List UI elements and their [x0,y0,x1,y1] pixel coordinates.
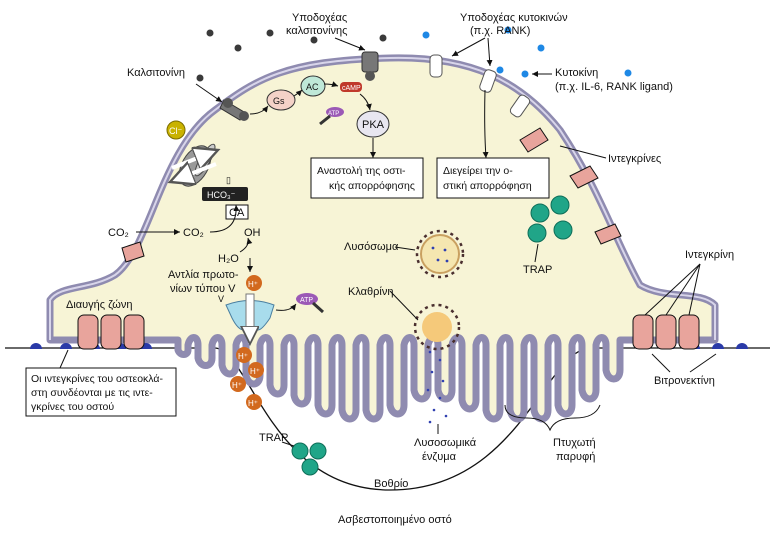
pit-label: Βοθρίο [374,478,408,490]
proton-pump-label-2: νίων τύπου V [170,283,236,295]
cl-hco3-exchanger: Cl⁻ HCO₃⁻ ▯ CA [166,120,249,220]
integrin-note-line-1: Οι ιντεγκρίνες του οστεοκλά- [31,373,163,385]
cytokine-dots [422,26,632,78]
atp-top [326,107,344,117]
pka-label: PKA [362,119,385,131]
lysosomal-enzyme-dots [426,350,448,424]
hplus-4: H⁺ [248,399,258,408]
co2-in-label: CO₂ [183,227,204,239]
clathrin-label: Κλαθρίνη [348,286,393,298]
ac-node [300,75,326,97]
vitronectin-label: Βιτρονεκτίνη [654,375,715,387]
lysosomal-enzymes-label-2: ένζυμα [422,451,457,463]
calcitonin-receptor-label-1: Υποδοχέας [292,12,347,24]
ac-label: AC [306,82,319,92]
pka-node [356,110,390,138]
gs-node [266,89,296,111]
cytokine-label-1: Κυτοκίνη [555,67,598,79]
trap-cell-group: TRAP [523,195,573,276]
inhibit-box-line-2: κής απορρόφησης [329,180,415,192]
v-mark-label: V [218,294,224,304]
membrane-integrins [121,127,622,263]
h2o-label: H₂O [218,253,239,265]
integrin-cylinders-right [632,314,700,350]
calcitonin-dots [196,29,387,82]
proton-pump-label-1: Αντλία πρωτο- [168,269,239,281]
sealing-zone-label: Διαυγής ζώνη [66,299,132,311]
cytokine-receptor-label-1: Υποδοχέας κυτοκινών [460,12,568,24]
oh-label: OH [244,227,261,239]
calcitonin-receptors [219,51,379,121]
calcitonin-label: Καλσιτονίνη [127,67,185,79]
trap-pit-group: TRAP [259,432,327,476]
hplus-pump-label: H⁺ [248,280,258,289]
camp-badge [340,82,362,92]
hco3-label: HCO₃⁻ [207,190,236,200]
camp-label: cAMP [342,85,361,92]
atp-top-label: ATP [328,111,339,117]
bone-label: Ασβεστοποιημένο οστό [338,514,452,526]
stimulate-box-line-1: Διεγείρει την ο- [443,165,513,177]
co2-out-label: CO₂ [108,227,129,239]
cytokine-receptors [429,54,531,118]
inhibit-box: Αναστολή της οστι- κής απορρόφησης [310,157,424,199]
hplus-2: H⁺ [250,367,260,376]
integrin-right-label: Ιντεγκρίνη [685,249,734,261]
ruffled-border-label-1: Πτυχωτή [553,437,596,449]
gs-label: Gs [273,96,285,106]
cytokine-label-2: (π.χ. IL-6, RANK ligand) [555,81,673,93]
hplus-3: H⁺ [232,381,242,390]
lysosomal-enzymes-label-1: Λυσοσωμικά [414,437,477,449]
ruffled-border-label-2: παρυφή [556,451,595,463]
lysosome: Λυσόσωμα [344,229,465,279]
integrin-cylinders-left [77,314,145,350]
ruffled-border-bracket [504,404,601,432]
ca-label: CA [229,207,245,219]
signal-cascade: Gs AC cAMP ATP PKA [249,75,489,159]
integrin-note-box: Οι ιντεγκρίνες του οστεοκλά- στη συνδέον… [25,349,177,417]
cytokine-receptor-label-2: (π.χ. RANK) [470,25,530,37]
atp-pump-label: ATP [300,297,313,304]
hplus-1: H⁺ [238,352,248,361]
lysosome-label: Λυσόσωμα [344,241,399,253]
integrin-note-line-3: γκρίνες του οστού [31,401,114,413]
small-box-label: ▯ [226,175,231,185]
cl-label: Cl⁻ [169,126,182,136]
stimulate-box-line-2: στική απορρόφηση [443,180,532,192]
proton-pump: Αντλία πρωτο- νίων τύπου V H⁺ V ATP [168,269,325,344]
hplus-ions: H⁺ H⁺ H⁺ H⁺ [230,347,264,410]
trap-cell-label: TRAP [523,264,552,276]
stimulate-box: Διεγείρει την ο- στική απορρόφηση [436,157,550,199]
calcitonin-receptor-label-2: καλσιτονίνης [286,25,347,37]
integrins-right-label: Ιντεγκρίνες [608,153,661,165]
trap-pit-label: TRAP [259,432,288,444]
inhibit-box-line-1: Αναστολή της οστι- [317,165,406,177]
integrin-note-line-2: στη συνδέονται με τις ιντε- [31,387,153,399]
clathrin-vesicle: Κλαθρίνη [348,286,461,351]
